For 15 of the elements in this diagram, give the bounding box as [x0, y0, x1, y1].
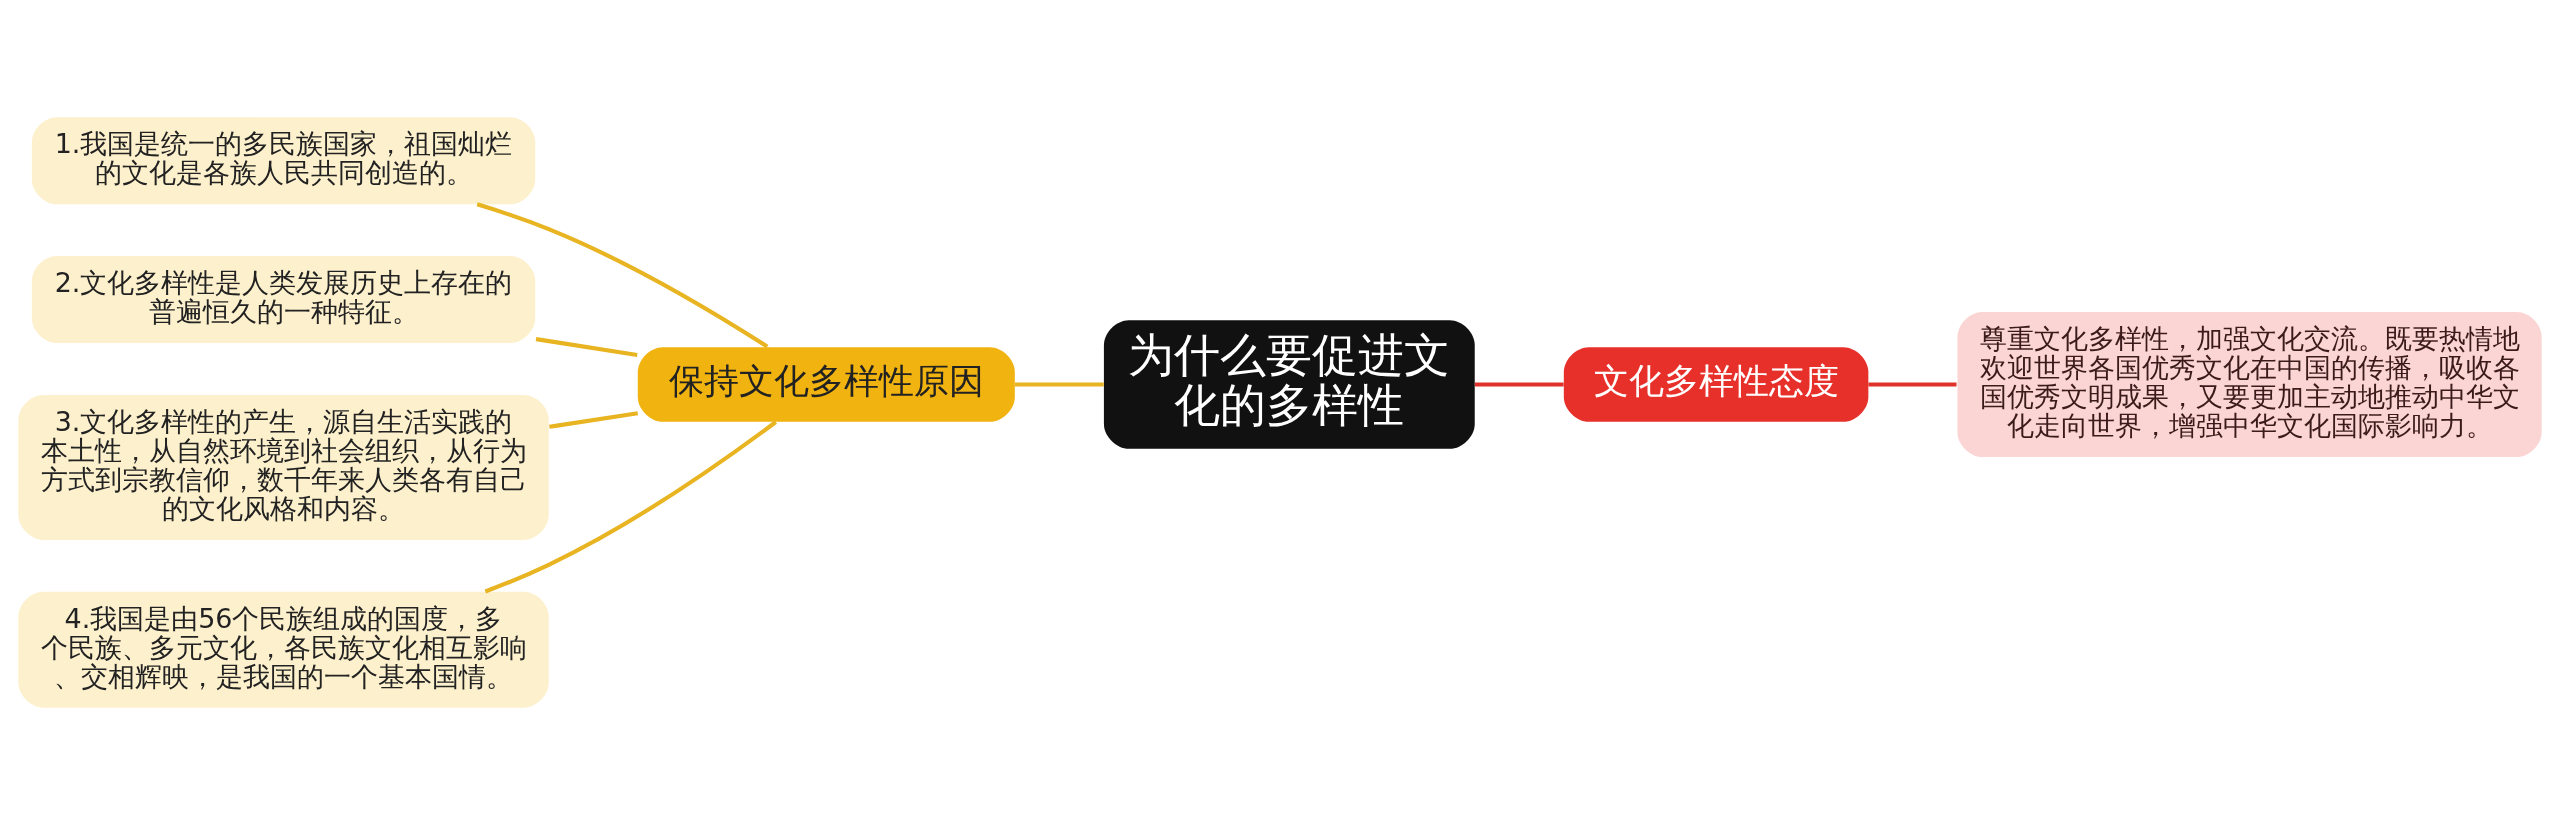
node-box: 4.我国是由56个民族组成的国度，多个民族、多元文化，各民族文化相互影响、交相辉映，是我国的一个基本国情。: [18, 591, 549, 708]
node-box: 3.文化多样性的产生，源自生活实践的本土性，从自然环境到社会组织，从行为方式到宗教信仰，数千年来人类各有自己的文化风格和内容。: [18, 394, 549, 540]
node-box: 文化多样性态度: [1563, 347, 1869, 422]
connector: [476, 202, 769, 349]
node-box: 尊重文化多样性，加强文化交流。既要热情地欢迎世界各国优秀文化在中国的传播，吸收各国优秀文明成果，又要更加主动地推动中华文化走向世界，增强中华文化国际影响力。: [1957, 312, 2542, 458]
node-box: 2.文化多样性是人类发展历史上存在的普遍恒久的一种特征。: [31, 256, 536, 344]
connector: [1015, 382, 1104, 387]
node-box: 为什么要促进文化的多样性: [1103, 320, 1475, 449]
connector: [535, 337, 638, 358]
connector: [1474, 382, 1564, 387]
connector: [1868, 382, 1957, 387]
node-box: 1.我国是统一的多民族国家，祖国灿烂的文化是各族人民共同创造的。: [31, 117, 536, 205]
connector: [549, 411, 639, 429]
node-box: 保持文化多样性原因: [637, 347, 1015, 422]
connector: [484, 420, 778, 594]
